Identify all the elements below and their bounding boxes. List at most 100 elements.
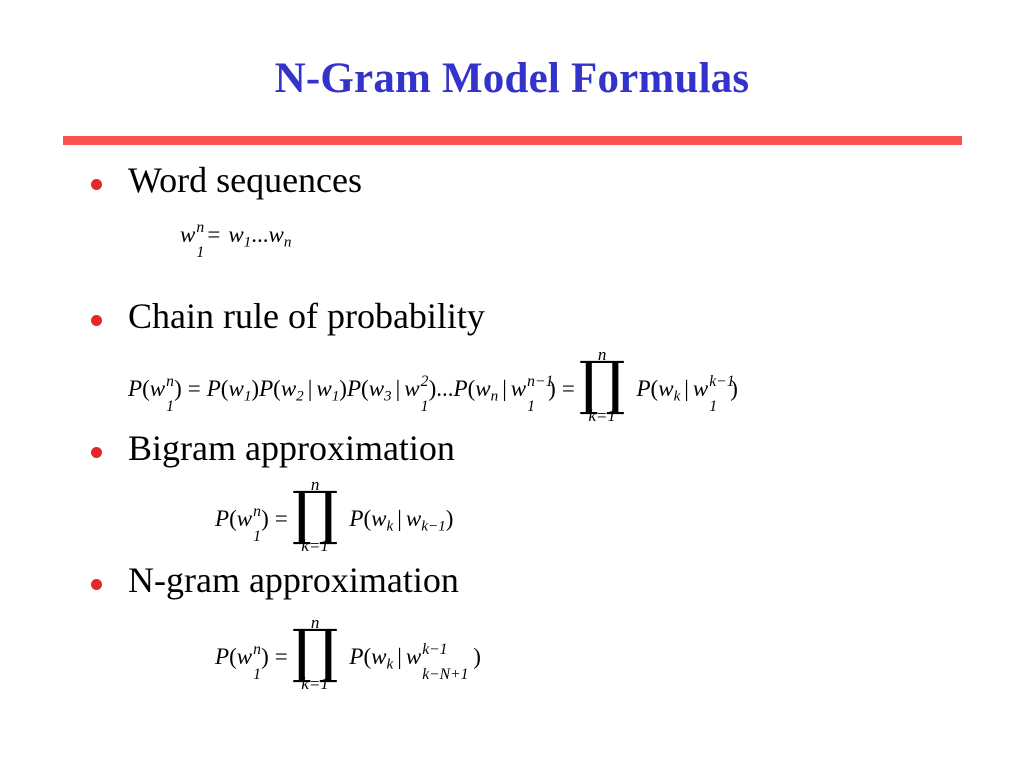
bullet-item: Chain rule of probability [0, 296, 485, 336]
formula-token: ( [229, 506, 237, 532]
formula-token: w [371, 644, 387, 670]
product-glyph: ∏ [291, 479, 339, 547]
formula-token: w [236, 506, 253, 532]
subscript: 1 [253, 665, 261, 683]
formula-token: ( [220, 376, 229, 402]
conditional-bar: | [395, 376, 401, 402]
product-lower-limit: k=1 [588, 406, 616, 426]
subscript: k−N+1 [422, 665, 469, 683]
formula-token: w [692, 376, 709, 402]
formula-token: = [561, 376, 575, 402]
title-divider [63, 136, 962, 145]
formula-token: ( [142, 376, 150, 402]
formula-token: ) [548, 376, 556, 402]
bullet-dot-icon [91, 446, 102, 458]
formula-token: ) [174, 376, 182, 402]
superscript: n [253, 502, 261, 520]
formula-token: ( [467, 376, 476, 402]
formula-token: P [453, 376, 468, 402]
formula-token: w [180, 222, 196, 247]
page-title: N-Gram Model Formulas [274, 55, 750, 102]
bullet-item: Word sequences [0, 160, 362, 200]
subscript: n [490, 387, 499, 405]
formula-token: w [658, 376, 674, 402]
subscript: 3 [384, 387, 392, 405]
subscript: 1 [420, 397, 429, 415]
formula-token: ( [363, 506, 372, 532]
formula-token: P [215, 644, 230, 670]
formula-token: ) [251, 376, 260, 402]
conditional-bar: | [502, 376, 507, 402]
product-lower-limit: k=1 [301, 674, 329, 694]
formula-token: P [636, 376, 651, 402]
product-lower-limit: k=1 [301, 536, 329, 556]
product-upper-limit: n [310, 613, 320, 633]
bullet-label: Word sequences [128, 160, 363, 200]
formula-token: P [128, 376, 143, 402]
subscript: 1 [253, 527, 261, 545]
bullet-label: N-gram approximation [128, 560, 459, 600]
subscript: 1 [196, 243, 205, 261]
formula-token: P [206, 376, 221, 402]
formula-token: ( [229, 644, 237, 670]
formula-token: ) [339, 376, 347, 402]
product-upper-limit: n [310, 475, 320, 495]
formula-token: P [346, 376, 362, 402]
subscript: 1 [527, 397, 535, 415]
product-glyph: ∏ [578, 349, 626, 417]
formula-token: ( [650, 376, 659, 402]
bullet-dot-icon [91, 314, 102, 326]
bullet-label: Chain rule of probability [128, 296, 485, 336]
formula-token: w [510, 376, 527, 402]
conditional-bar: | [684, 376, 689, 402]
superscript: k−1 [709, 372, 735, 390]
subscript: n [283, 233, 292, 251]
subscript: 1 [331, 387, 340, 405]
formula-token: = [187, 376, 201, 402]
superscript: n [196, 218, 205, 236]
product-operator: n∏k=1 [578, 346, 626, 424]
formula-token: ( [273, 376, 281, 402]
subscript: 1 [243, 233, 252, 251]
formula-token: ) [428, 376, 437, 402]
formula-token: w [236, 644, 253, 670]
formula-token: ) [261, 644, 269, 670]
formula-token: w [371, 506, 387, 532]
formula-token: ) [473, 644, 481, 670]
superscript: n [166, 372, 174, 390]
bullet-dot-icon [91, 178, 102, 190]
formula-token: ( [363, 644, 372, 670]
subscript: k [386, 517, 394, 535]
subscript: 2 [296, 387, 304, 405]
product-upper-limit: n [597, 345, 607, 365]
bullet-dot-icon [91, 578, 102, 590]
bullet-item: Bigram approximation [0, 428, 455, 468]
formula-token: = [207, 222, 221, 247]
subscript: 1 [709, 397, 718, 415]
superscript: k−1 [422, 640, 448, 658]
formula-token: w [228, 222, 244, 247]
product-operator: n∏k=1 [292, 614, 339, 692]
formula-token: ) [261, 506, 269, 532]
subscript: k−1 [421, 517, 446, 535]
formula-token: w [316, 376, 332, 402]
superscript: n−1 [527, 372, 554, 390]
bullet-item: N-gram approximation [0, 560, 459, 600]
formula-token: ... [436, 376, 454, 402]
formula-token: ) [730, 376, 738, 402]
formula-token: w [405, 506, 422, 532]
subscript: 1 [243, 387, 252, 405]
formula-token: w [280, 376, 297, 402]
formula-token: w [228, 376, 244, 402]
subscript: k [386, 655, 394, 673]
bullet-label: Bigram approximation [128, 428, 455, 468]
formula-token: w [149, 376, 166, 402]
formula-token: w [268, 222, 284, 247]
formula-token: w [404, 376, 420, 402]
conditional-bar: | [397, 506, 402, 532]
formula-token: = [274, 644, 288, 670]
